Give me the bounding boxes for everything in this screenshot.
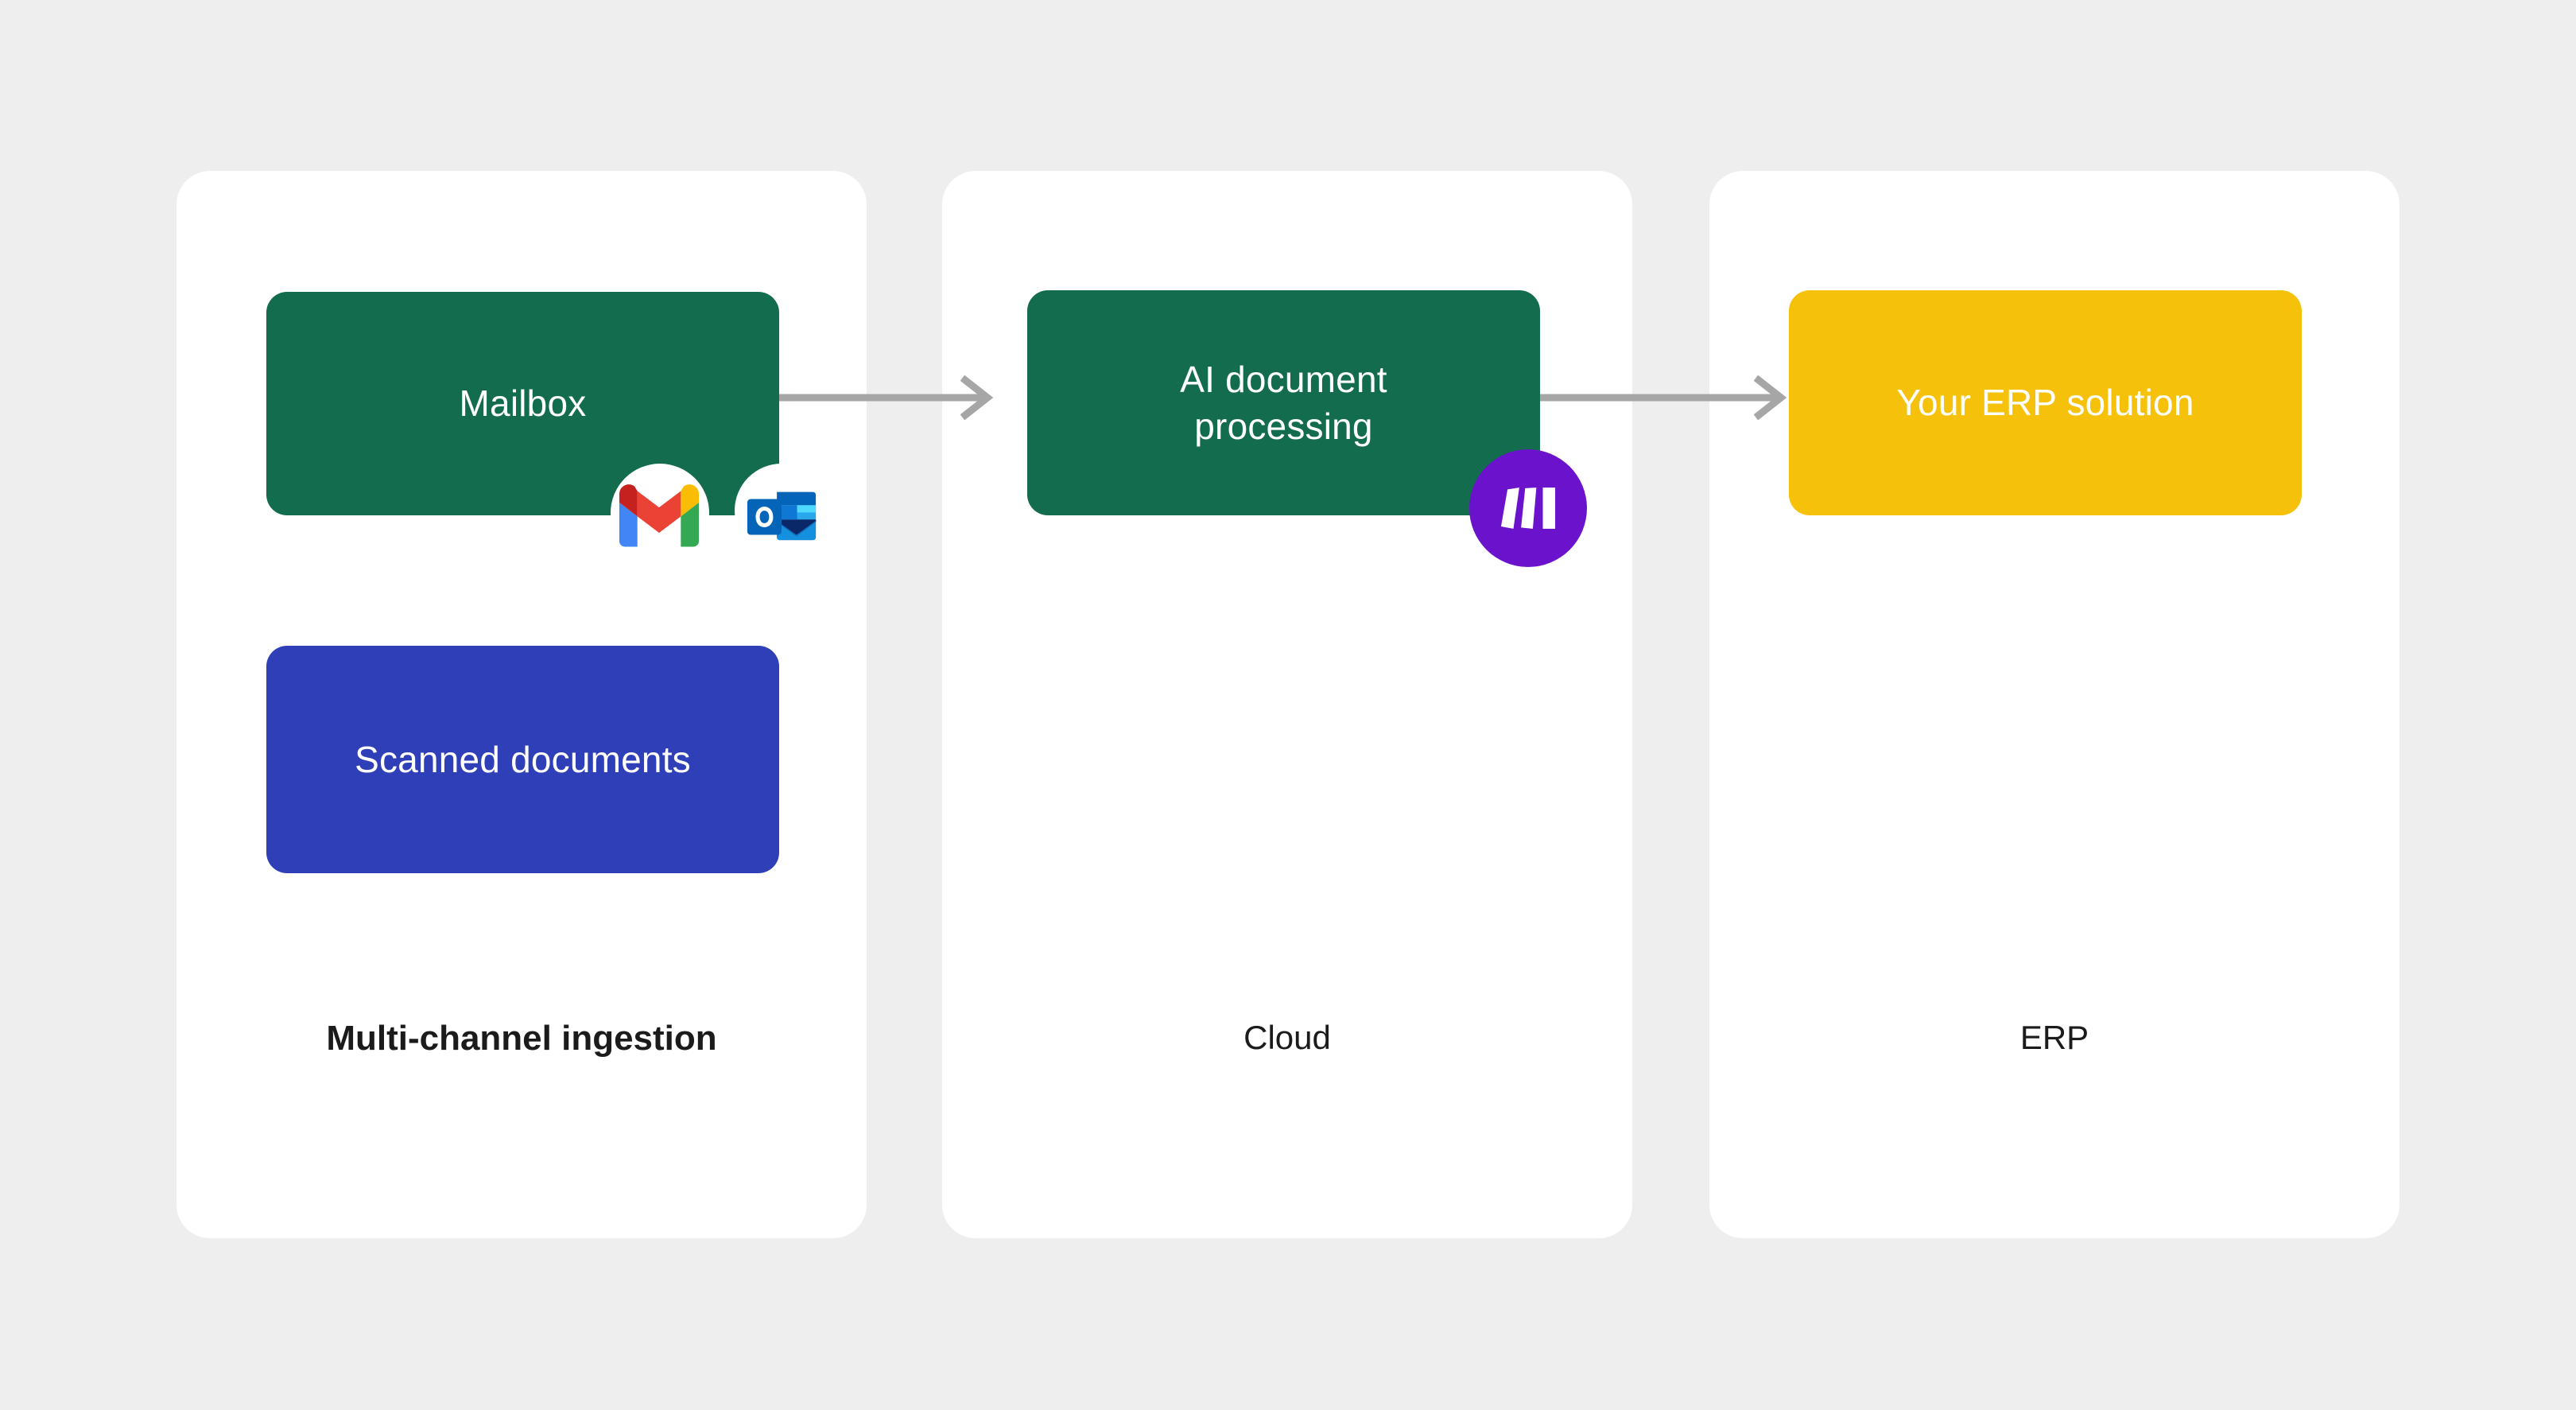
outlook-icon (747, 491, 817, 541)
node-ai-label-line-1: AI document (1180, 358, 1387, 400)
node-ai-document-processing[interactable]: AI document processing (1027, 290, 1540, 515)
card-label-erp: ERP (2019, 1019, 2089, 1056)
node-scanned-documents-label: Scanned documents (355, 738, 691, 780)
node-mailbox-label: Mailbox (459, 383, 587, 425)
card-label-multi-channel-ingestion: Multi-channel ingestion (326, 1019, 717, 1058)
node-ai-document-processing-label: AI document processing (1180, 356, 1387, 450)
node-scanned-documents[interactable]: Scanned documents (266, 646, 779, 873)
mindee-logo-icon (1469, 449, 1587, 567)
node-ai-label-line-2: processing (1194, 405, 1373, 447)
card-label-cloud: Cloud (1243, 1019, 1331, 1056)
arrow-ai-to-erp-icon (1538, 375, 1787, 421)
node-mailbox[interactable]: Mailbox (266, 292, 779, 515)
gmail-icon (619, 484, 699, 547)
arrow-mailbox-to-ai-icon (776, 375, 994, 421)
node-your-erp-solution-label: Your ERP solution (1896, 382, 2194, 424)
node-your-erp-solution[interactable]: Your ERP solution (1789, 290, 2302, 515)
